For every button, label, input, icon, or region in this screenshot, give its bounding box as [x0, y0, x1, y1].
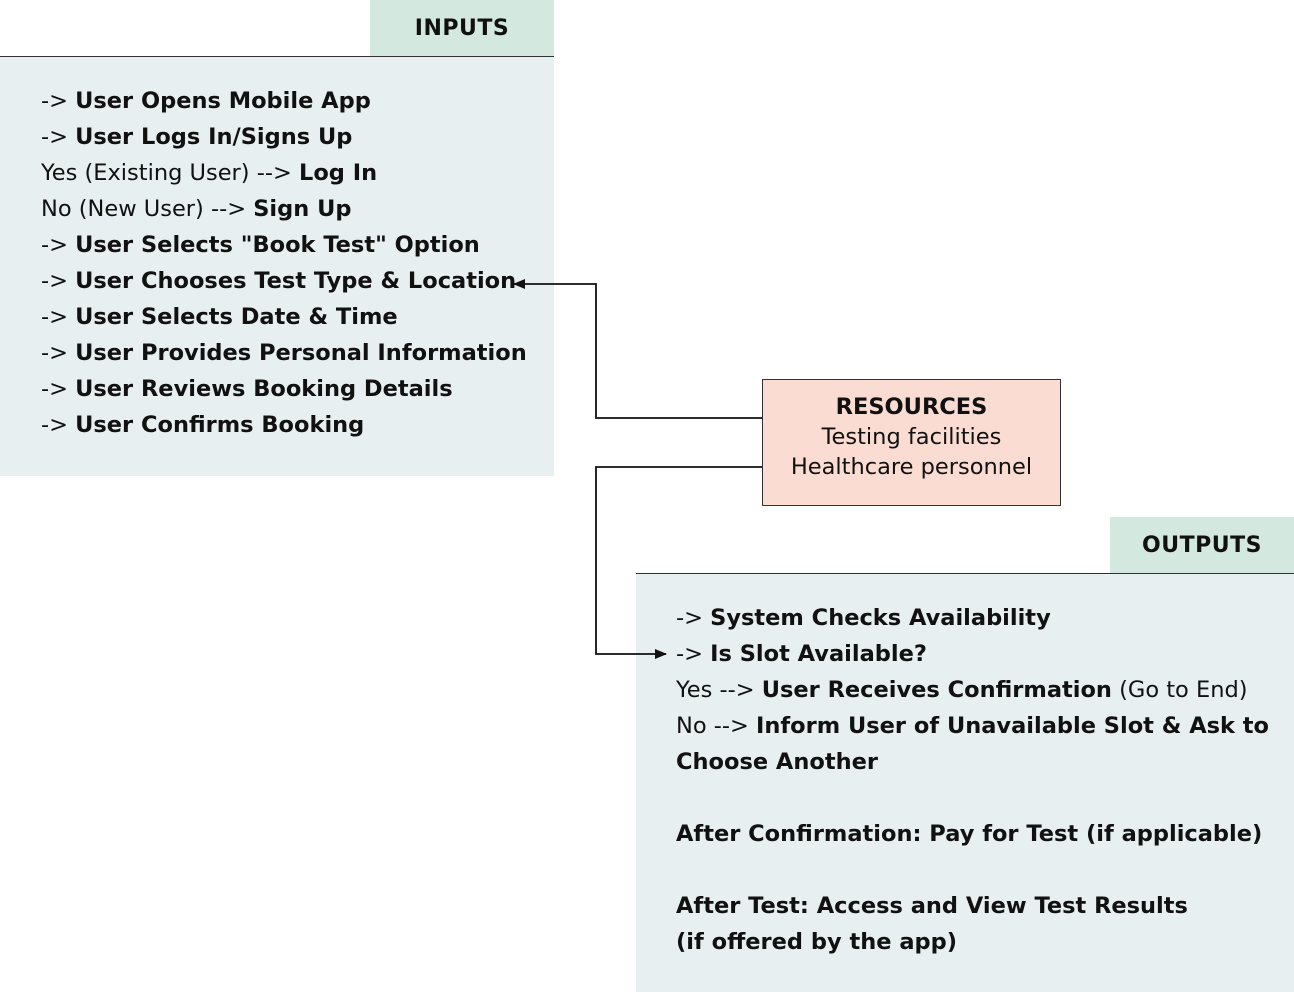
- outputs-line: Choose Another: [676, 749, 878, 775]
- outputs-line: -> System Checks Availability: [676, 605, 1051, 631]
- inputs-line: -> User Opens Mobile App: [41, 88, 371, 114]
- inputs-line: -> User Selects Date & Time: [41, 304, 398, 330]
- outputs-line: No --> Inform User of Unavailable Slot &…: [676, 713, 1270, 739]
- resources-title: RESOURCES: [835, 394, 988, 420]
- resource-item: Healthcare personnel: [790, 454, 1033, 480]
- inputs-panel: -> User Opens Mobile App -> User Logs In…: [0, 56, 554, 476]
- outputs-title: OUTPUTS: [1142, 533, 1262, 558]
- inputs-line: -> User Confirms Booking: [41, 412, 365, 438]
- inputs-line: Yes (Existing User) --> Log In: [41, 160, 378, 186]
- outputs-title-tab: OUTPUTS: [1110, 517, 1294, 574]
- resource-item: Testing facilities: [821, 424, 1002, 450]
- inputs-line: -> User Reviews Booking Details: [41, 376, 453, 402]
- resources-box: RESOURCES Testing facilities Healthcare …: [762, 379, 1061, 506]
- inputs-list: -> User Opens Mobile App -> User Logs In…: [41, 83, 527, 443]
- outputs-line: After Confirmation: Pay for Test (if app…: [676, 821, 1263, 847]
- outputs-line: (if offered by the app): [676, 929, 958, 955]
- inputs-line: -> User Provides Personal Information: [41, 340, 527, 366]
- inputs-line: -> User Selects "Book Test" Option: [41, 232, 480, 258]
- outputs-line: -> Is Slot Available?: [676, 641, 927, 667]
- outputs-list: -> System Checks Availability -> Is Slot…: [676, 600, 1269, 960]
- outputs-line: After Test: Access and View Test Results: [676, 893, 1188, 919]
- inputs-title: INPUTS: [414, 16, 510, 41]
- resources-to-inputs-arrow: [513, 279, 762, 419]
- outputs-panel: -> System Checks Availability -> Is Slot…: [636, 573, 1294, 992]
- inputs-line: No (New User) --> Sign Up: [41, 196, 352, 222]
- inputs-line: -> User Chooses Test Type & Location: [41, 268, 517, 294]
- outputs-line: Yes --> User Receives Confirmation (Go t…: [676, 677, 1248, 703]
- inputs-line: -> User Logs In/Signs Up: [41, 124, 353, 150]
- resources-to-outputs-arrow: [595, 466, 762, 659]
- inputs-title-tab: INPUTS: [370, 0, 554, 57]
